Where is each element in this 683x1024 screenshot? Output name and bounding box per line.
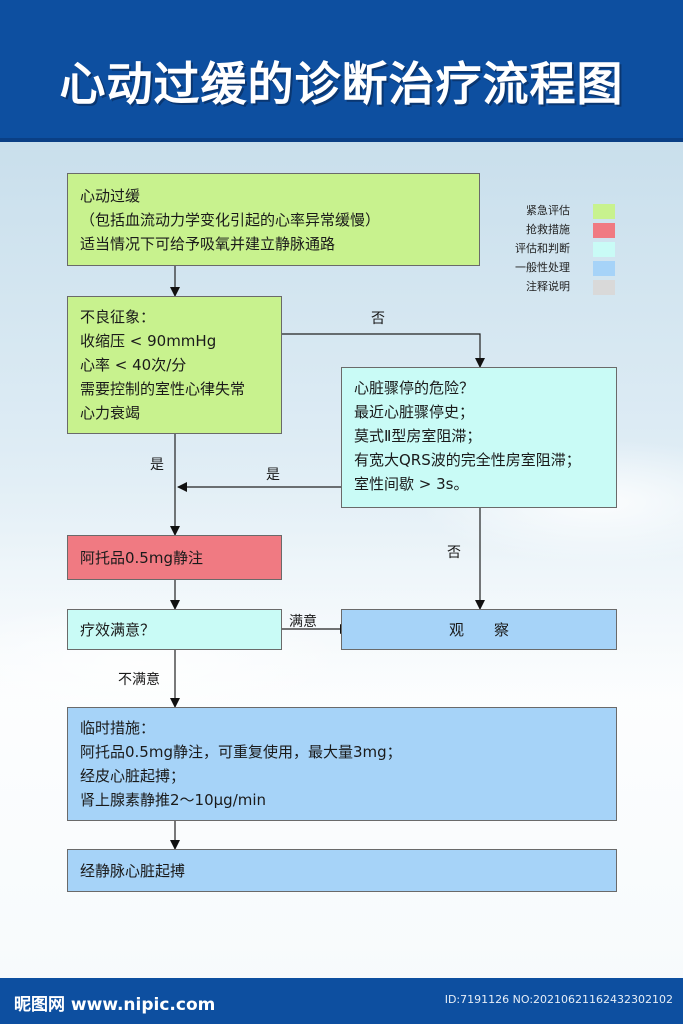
edge-label-unsatisfied: 不满意 — [118, 672, 160, 688]
legend-swatch-red — [593, 223, 615, 238]
legend-item: 抢救措施 — [490, 222, 615, 238]
edge-label-risk-yes: 是 — [266, 467, 280, 483]
node-line: 收缩压 < 90mmHg — [80, 332, 217, 350]
node-bradycardia: 心动过缓 （包括血流动力学变化引起的心率异常缓慢） 适当情况下可给予吸氧并建立静… — [67, 173, 480, 266]
legend-label: 紧急评估 — [526, 204, 570, 217]
node-line: 心动过缓 — [80, 187, 141, 205]
node-line: 不良征象： — [80, 308, 156, 326]
legend-swatch-blue — [593, 261, 615, 276]
node-adverse-signs: 不良征象： 收缩压 < 90mmHg 心率 < 40次/分 需要控制的室性心律失… — [67, 296, 282, 434]
legend-swatch-gray — [593, 280, 615, 295]
node-observe: 观 察 — [341, 609, 617, 650]
node-line: （包括血流动力学变化引起的心率异常缓慢） — [80, 211, 381, 229]
node-text: 阿托品0.5mg静注 — [80, 549, 203, 567]
node-line: 阿托品0.5mg静注，可重复使用，最大量3mg； — [80, 743, 402, 761]
legend-item: 紧急评估 — [490, 203, 615, 219]
node-line: 适当情况下可给予吸氧并建立静脉通路 — [80, 235, 336, 253]
legend-item: 评估和判断 — [490, 241, 615, 257]
node-text: 观 察 — [448, 621, 509, 639]
header-banner: 心动过缓的诊断治疗流程图 — [0, 0, 683, 142]
legend-item: 注释说明 — [490, 279, 615, 295]
node-line: 肾上腺素静推2～10μg/min — [80, 791, 267, 809]
edge-label-satisfied: 满意 — [289, 614, 317, 630]
node-effective: 疗效满意？ — [67, 609, 282, 650]
page-title: 心动过缓的诊断治疗流程图 — [59, 57, 624, 111]
edge-label-risk-no: 否 — [447, 545, 461, 561]
legend-label: 注释说明 — [526, 280, 570, 293]
legend-label: 抢救措施 — [526, 223, 570, 236]
node-arrest-risk: 心脏骤停的危险？ 最近心脏骤停史； 莫式Ⅱ型房室阻滞； 有宽大QRS波的完全性房… — [341, 367, 617, 508]
node-text: 经静脉心脏起搏 — [80, 862, 186, 880]
node-line: 心脏骤停的危险？ — [354, 379, 475, 397]
node-line: 心率 < 40次/分 — [80, 356, 187, 374]
edge-label-adverse-no: 否 — [371, 311, 385, 327]
legend-label: 评估和判断 — [515, 242, 570, 255]
node-line: 有宽大QRS波的完全性房室阻滞； — [354, 451, 581, 469]
edge-label-adverse-yes: 是 — [150, 457, 164, 473]
node-line: 室性间歇 > 3s。 — [354, 475, 469, 493]
footer-bar: 昵图网 www.nipic.com ID:7191126 NO:20210621… — [0, 978, 683, 1024]
watermark-logo: 昵图网 www.nipic.com — [14, 995, 216, 1015]
node-temporary-measures: 临时措施： 阿托品0.5mg静注，可重复使用，最大量3mg； 经皮心脏起搏； 肾… — [67, 707, 617, 821]
node-line: 需要控制的室性心律失常 — [80, 380, 246, 398]
legend-swatch-cyan — [593, 242, 615, 257]
legend-item: 一般性处理 — [490, 260, 615, 276]
arrow-adverse-no-to-risk — [282, 333, 485, 368]
node-iv-pacing: 经静脉心脏起搏 — [67, 849, 617, 892]
node-line: 心力衰竭 — [80, 404, 141, 422]
node-atropine: 阿托品0.5mg静注 — [67, 535, 282, 580]
watermark-id: ID:7191126 NO:20210621162432302102 — [444, 993, 673, 1006]
legend-swatch-green — [593, 204, 615, 219]
node-line: 临时措施： — [80, 719, 156, 737]
node-line: 莫式Ⅱ型房室阻滞； — [354, 427, 482, 445]
legend-label: 一般性处理 — [515, 261, 570, 274]
node-line: 经皮心脏起搏； — [80, 767, 186, 785]
node-text: 疗效满意？ — [80, 621, 156, 639]
node-line: 最近心脏骤停史； — [354, 403, 475, 421]
